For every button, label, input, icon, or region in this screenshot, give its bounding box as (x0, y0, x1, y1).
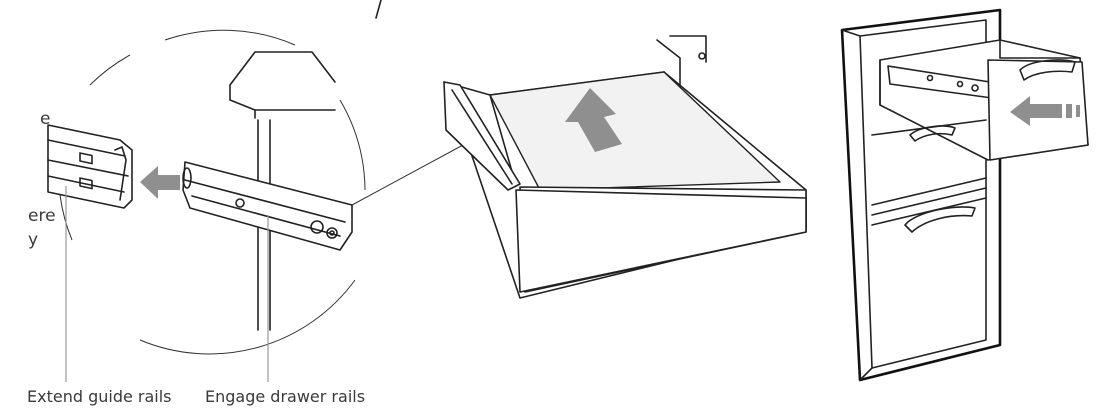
slide-in-arrow (565, 88, 622, 152)
handle-bottom (904, 206, 976, 233)
push-in-arrow (1010, 96, 1062, 126)
detail-pointer (351, 137, 477, 206)
label-extend-guide-rails: Extend guide rails (27, 387, 172, 406)
cabinet-right (840, 8, 1089, 382)
clipped-text-3: y (28, 230, 38, 250)
rail-detail-circle (47, 29, 366, 382)
handle-middle (909, 125, 956, 142)
drawer-rail (182, 161, 353, 251)
guide-rail-left (47, 124, 133, 209)
engage-arrow (140, 166, 180, 199)
label-engage-drawer-rails: Engage drawer rails (205, 387, 365, 406)
clipped-text-1: e (40, 109, 50, 129)
clipped-mark (375, 0, 382, 19)
clipped-text-2: ere (28, 206, 56, 226)
drawer-center (443, 35, 807, 299)
drawer-pulled-out (879, 39, 1089, 161)
